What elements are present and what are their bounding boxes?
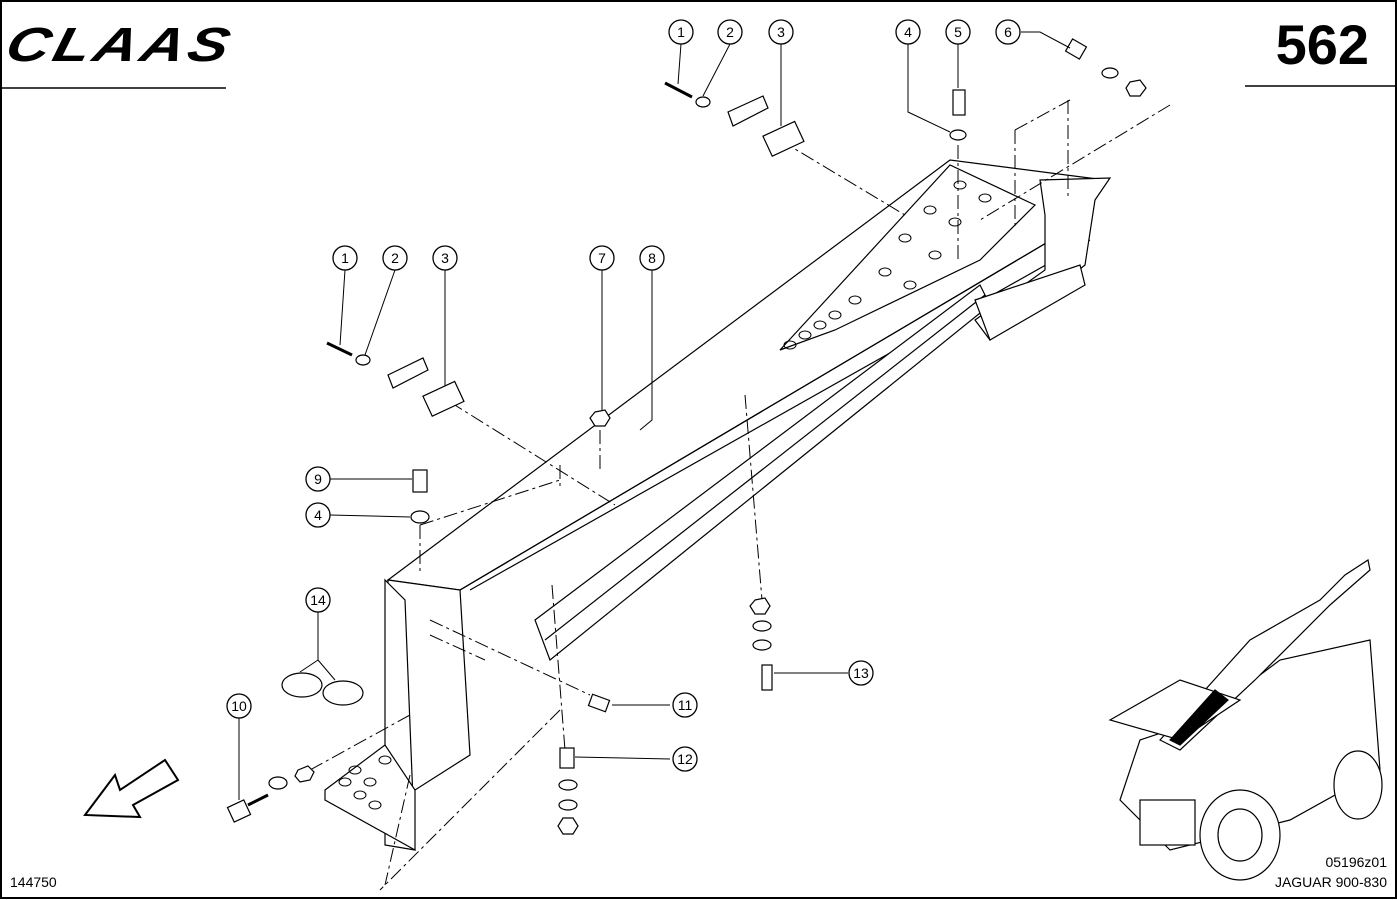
callout-label: 3 — [441, 250, 449, 266]
callout-label: 9 — [314, 471, 322, 487]
callout-label: 10 — [231, 698, 247, 714]
machine-thumbnail-icon — [1108, 559, 1383, 881]
image-reference: 05196z01 — [1325, 854, 1387, 870]
callout-label: 13 — [853, 665, 869, 681]
hardware-parts — [226, 38, 1147, 835]
callout-label: 1 — [677, 24, 685, 40]
callout-c8: 8 — [639, 245, 665, 271]
callout-label: 7 — [598, 250, 606, 266]
assembly-lines — [309, 99, 1171, 891]
callout-c2a: 2 — [717, 19, 743, 45]
callout-label: 5 — [954, 24, 962, 40]
callout-label: 3 — [777, 24, 785, 40]
callout-label: 12 — [677, 751, 693, 767]
callout-label: 11 — [678, 697, 693, 713]
callout-c10: 10 — [226, 693, 252, 719]
callout-c7: 7 — [589, 245, 615, 271]
callout-c3b: 3 — [432, 245, 458, 271]
callout-c14: 14 — [305, 587, 331, 613]
plate-holes — [338, 180, 992, 810]
callout-c1b: 1 — [332, 245, 358, 271]
callout-label: 8 — [648, 250, 656, 266]
model-name: JAGUAR 900-830 — [1274, 874, 1387, 890]
callout-c5a: 5 — [945, 19, 971, 45]
callout-c11: 11 — [672, 692, 698, 718]
callout-label: 4 — [314, 507, 322, 523]
callout-c9: 9 — [305, 466, 331, 492]
callout-c13: 13 — [848, 660, 874, 686]
callout-label: 1 — [341, 250, 349, 266]
callout-c1a: 1 — [668, 19, 694, 45]
callout-c4b: 4 — [305, 502, 331, 528]
callout-leaders — [238, 31, 1071, 800]
drawing-id: 144750 — [10, 874, 57, 890]
callout-c4a: 4 — [895, 19, 921, 45]
callout-label: 2 — [391, 250, 399, 266]
callout-c6a: 6 — [995, 19, 1021, 45]
callout-label: 2 — [726, 24, 734, 40]
callout-c2b: 2 — [382, 245, 408, 271]
callout-label: 6 — [1004, 24, 1012, 40]
callout-label: 14 — [310, 592, 326, 608]
callout-c3a: 3 — [768, 19, 794, 45]
page-number: 562 — [1275, 13, 1369, 76]
callout-c12: 12 — [672, 746, 698, 772]
direction-arrow-icon — [83, 758, 180, 819]
main-beam-assembly — [324, 159, 1112, 852]
callout-label: 4 — [904, 24, 912, 40]
